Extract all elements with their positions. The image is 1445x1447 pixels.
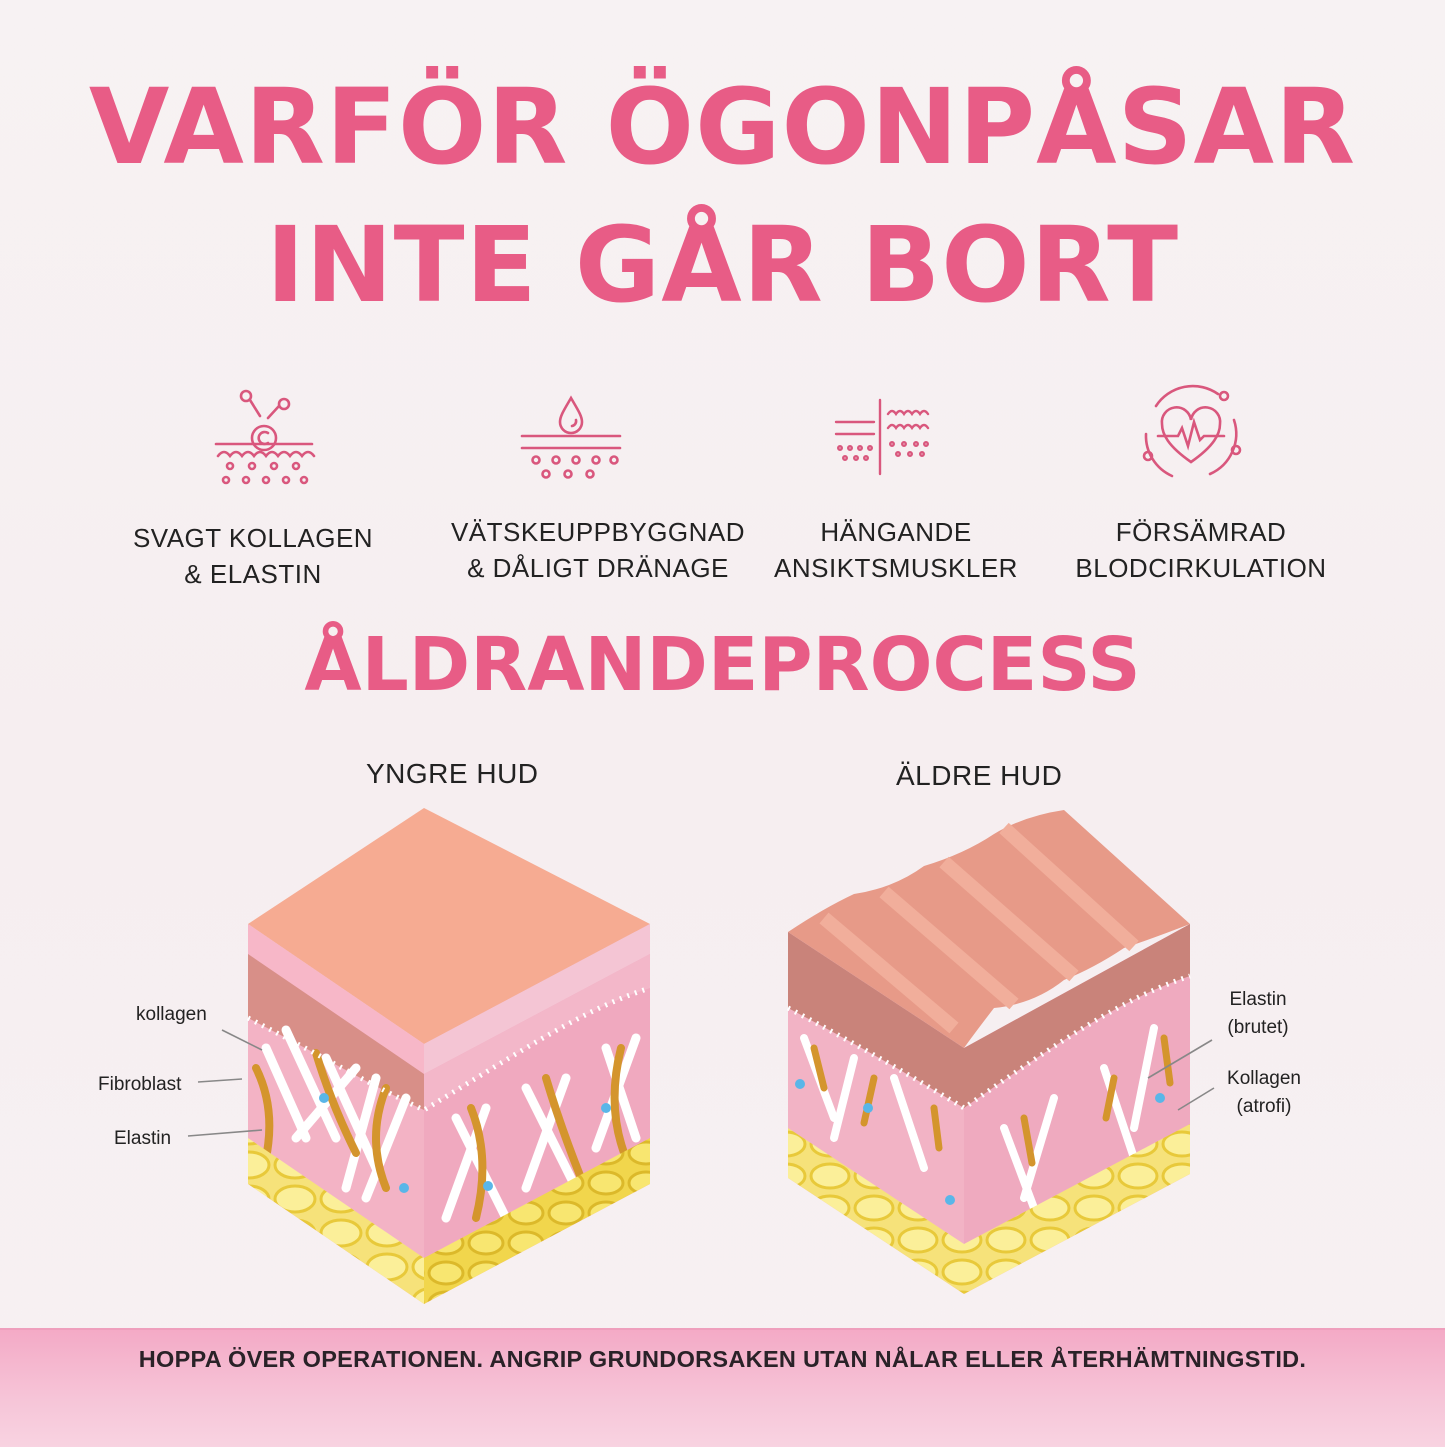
cause-weak-collagen: SVAGT KOLLAGEN & ELASTIN xyxy=(112,520,394,592)
label-elastin: Elastin xyxy=(114,1128,172,1149)
label-collagen-atrophy: Kollagen (atrofi) xyxy=(1218,1065,1310,1121)
cause-label-line-1: SVAGT KOLLAGEN xyxy=(132,523,374,553)
main-title-line-1: VARFÖR ÖGONPÅSAR xyxy=(88,66,1357,188)
sagging-skin-icon xyxy=(832,398,932,476)
older-skin-title: ÄLDRE HUD xyxy=(896,760,1063,791)
cause-sagging-muscles: HÄNGANDE ANSIKTSMUSKLER xyxy=(760,514,1032,586)
cause-label-line-1: HÄNGANDE xyxy=(820,517,972,547)
cause-label-line-2: BLODCIRKULATION xyxy=(1075,553,1327,583)
cause-label-line-2: & ELASTIN xyxy=(184,559,322,589)
label-line-2: (atrofi) xyxy=(1236,1096,1292,1117)
label-line-2: (brutet) xyxy=(1227,1017,1289,1038)
cause-label-line-2: & DÅLIGT DRÄNAGE xyxy=(467,553,729,583)
footer-band xyxy=(0,1328,1445,1447)
label-elastin-broken: Elastin (brutet) xyxy=(1212,986,1304,1042)
fluid-drop-icon xyxy=(518,392,624,484)
younger-skin-diagram xyxy=(226,808,686,1308)
cause-poor-circulation: FÖRSÄMRAD BLODCIRKULATION xyxy=(1056,514,1346,586)
label-fibroblast: Fibroblast xyxy=(98,1074,182,1095)
cause-label-line-1: FÖRSÄMRAD xyxy=(1115,517,1287,547)
section-title: ÅLDRANDEPROCESS xyxy=(304,622,1141,708)
label-line-1: Kollagen xyxy=(1227,1068,1301,1089)
older-skin-diagram xyxy=(764,808,1204,1298)
label-line-1: Elastin xyxy=(1229,989,1287,1010)
main-title-line-2: INTE GÅR BORT xyxy=(265,204,1180,326)
younger-skin-title: YNGRE HUD xyxy=(366,758,539,789)
cause-fluid-buildup: VÄTSKEUPPBYGGNAD & DÅLIGT DRÄNAGE xyxy=(440,514,756,586)
collagen-molecule-icon xyxy=(212,386,316,490)
footer-text: HOPPA ÖVER OPERATIONEN. ANGRIP GRUNDORSA… xyxy=(138,1346,1307,1372)
cause-label-line-1: VÄTSKEUPPBYGGNAD xyxy=(450,517,746,547)
cause-label-line-2: ANSIKTSMUSKLER xyxy=(774,553,1018,583)
heart-pulse-icon xyxy=(1138,384,1244,484)
label-kollagen: kollagen xyxy=(136,1004,207,1025)
